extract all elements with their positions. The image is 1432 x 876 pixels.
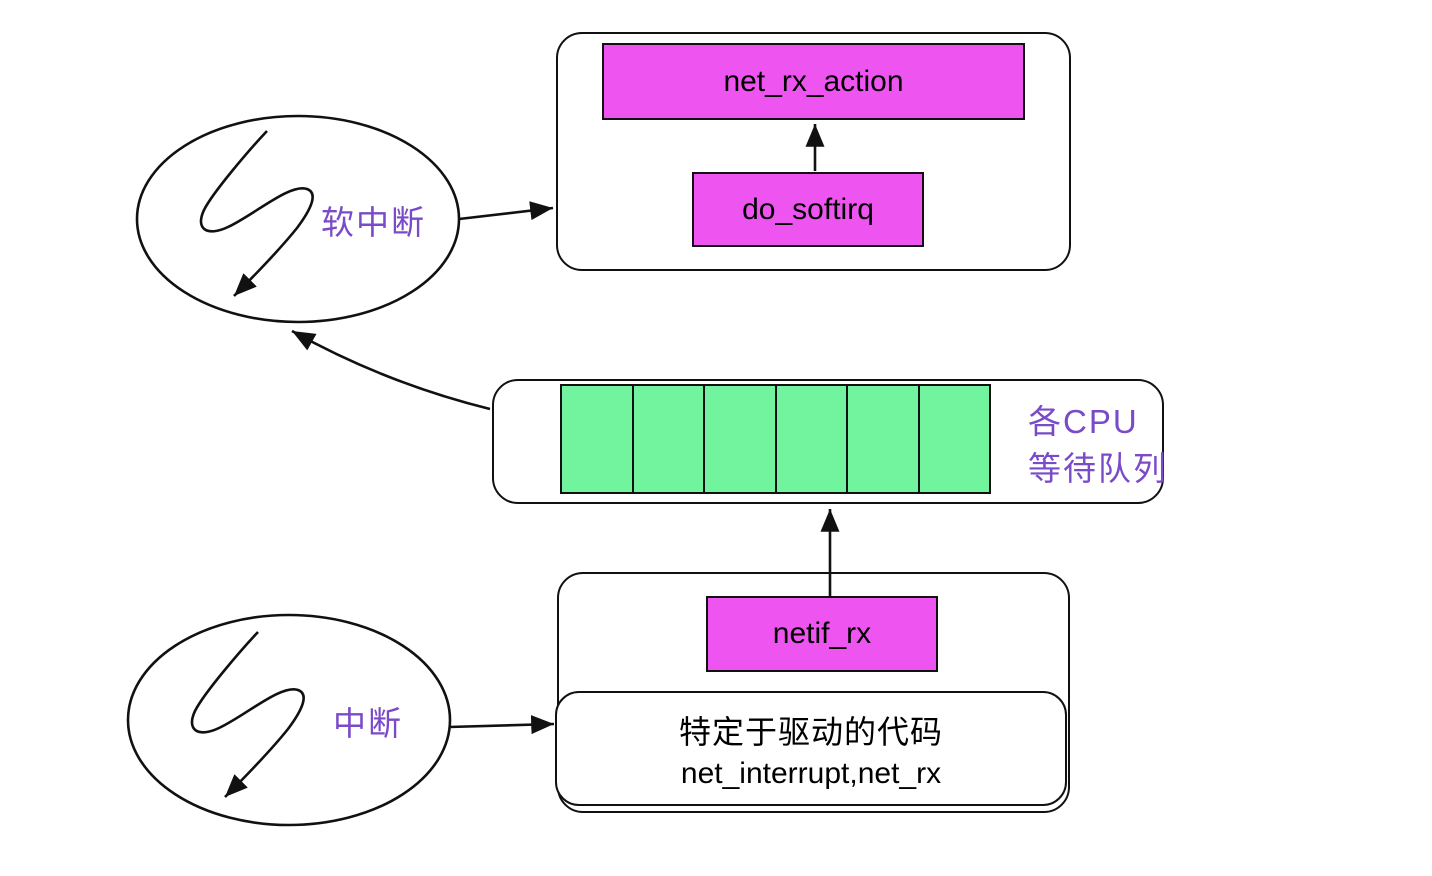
cpu-queue-label-line1: 各CPU — [1028, 403, 1139, 440]
interrupt-ellipse-label: 中断 — [333, 705, 403, 742]
cpu-queue-label-line2: 等待队列 — [1028, 450, 1168, 487]
driver-panel — [557, 572, 1070, 813]
queue-cell — [634, 386, 705, 492]
queue-cell — [562, 386, 634, 492]
netif-rx-box: netif_rx — [706, 596, 938, 672]
queue-cell — [777, 386, 848, 492]
squiggle-arrow-icon — [199, 130, 314, 297]
queue-cell — [705, 386, 777, 492]
driver-code-line1: 特定于驱动的代码 — [678, 713, 943, 750]
arrow-interrupt-to-driver — [448, 715, 555, 735]
netif-rx-label: netif_rx — [772, 617, 872, 650]
net-rx-action-box: net_rx_action — [602, 43, 1025, 120]
softirq-ellipse-label: 软中断 — [321, 204, 426, 241]
arrow-softirq-to-panel — [458, 201, 554, 221]
cpu-queue-label: 各CPU 等待队列 — [1028, 398, 1168, 492]
queue-cell — [848, 386, 920, 492]
do-softirq-label: do_softirq — [742, 192, 874, 226]
softirq-panel — [556, 32, 1071, 271]
net-rx-action-label: net_rx_action — [723, 64, 904, 98]
driver-code-line2: net_interrupt,net_rx — [680, 756, 942, 790]
queue-cell — [920, 386, 990, 492]
cpu-queue-panel — [492, 379, 1164, 504]
do-softirq-box: do_softirq — [692, 172, 924, 247]
squiggle-arrow-icon — [190, 631, 305, 798]
queue-strip — [560, 384, 991, 494]
driver-code-box: 特定于驱动的代码 net_interrupt,net_rx — [555, 691, 1067, 806]
arrow-queue-to-softirq — [291, 329, 491, 411]
interrupt-ellipse — [126, 613, 452, 827]
